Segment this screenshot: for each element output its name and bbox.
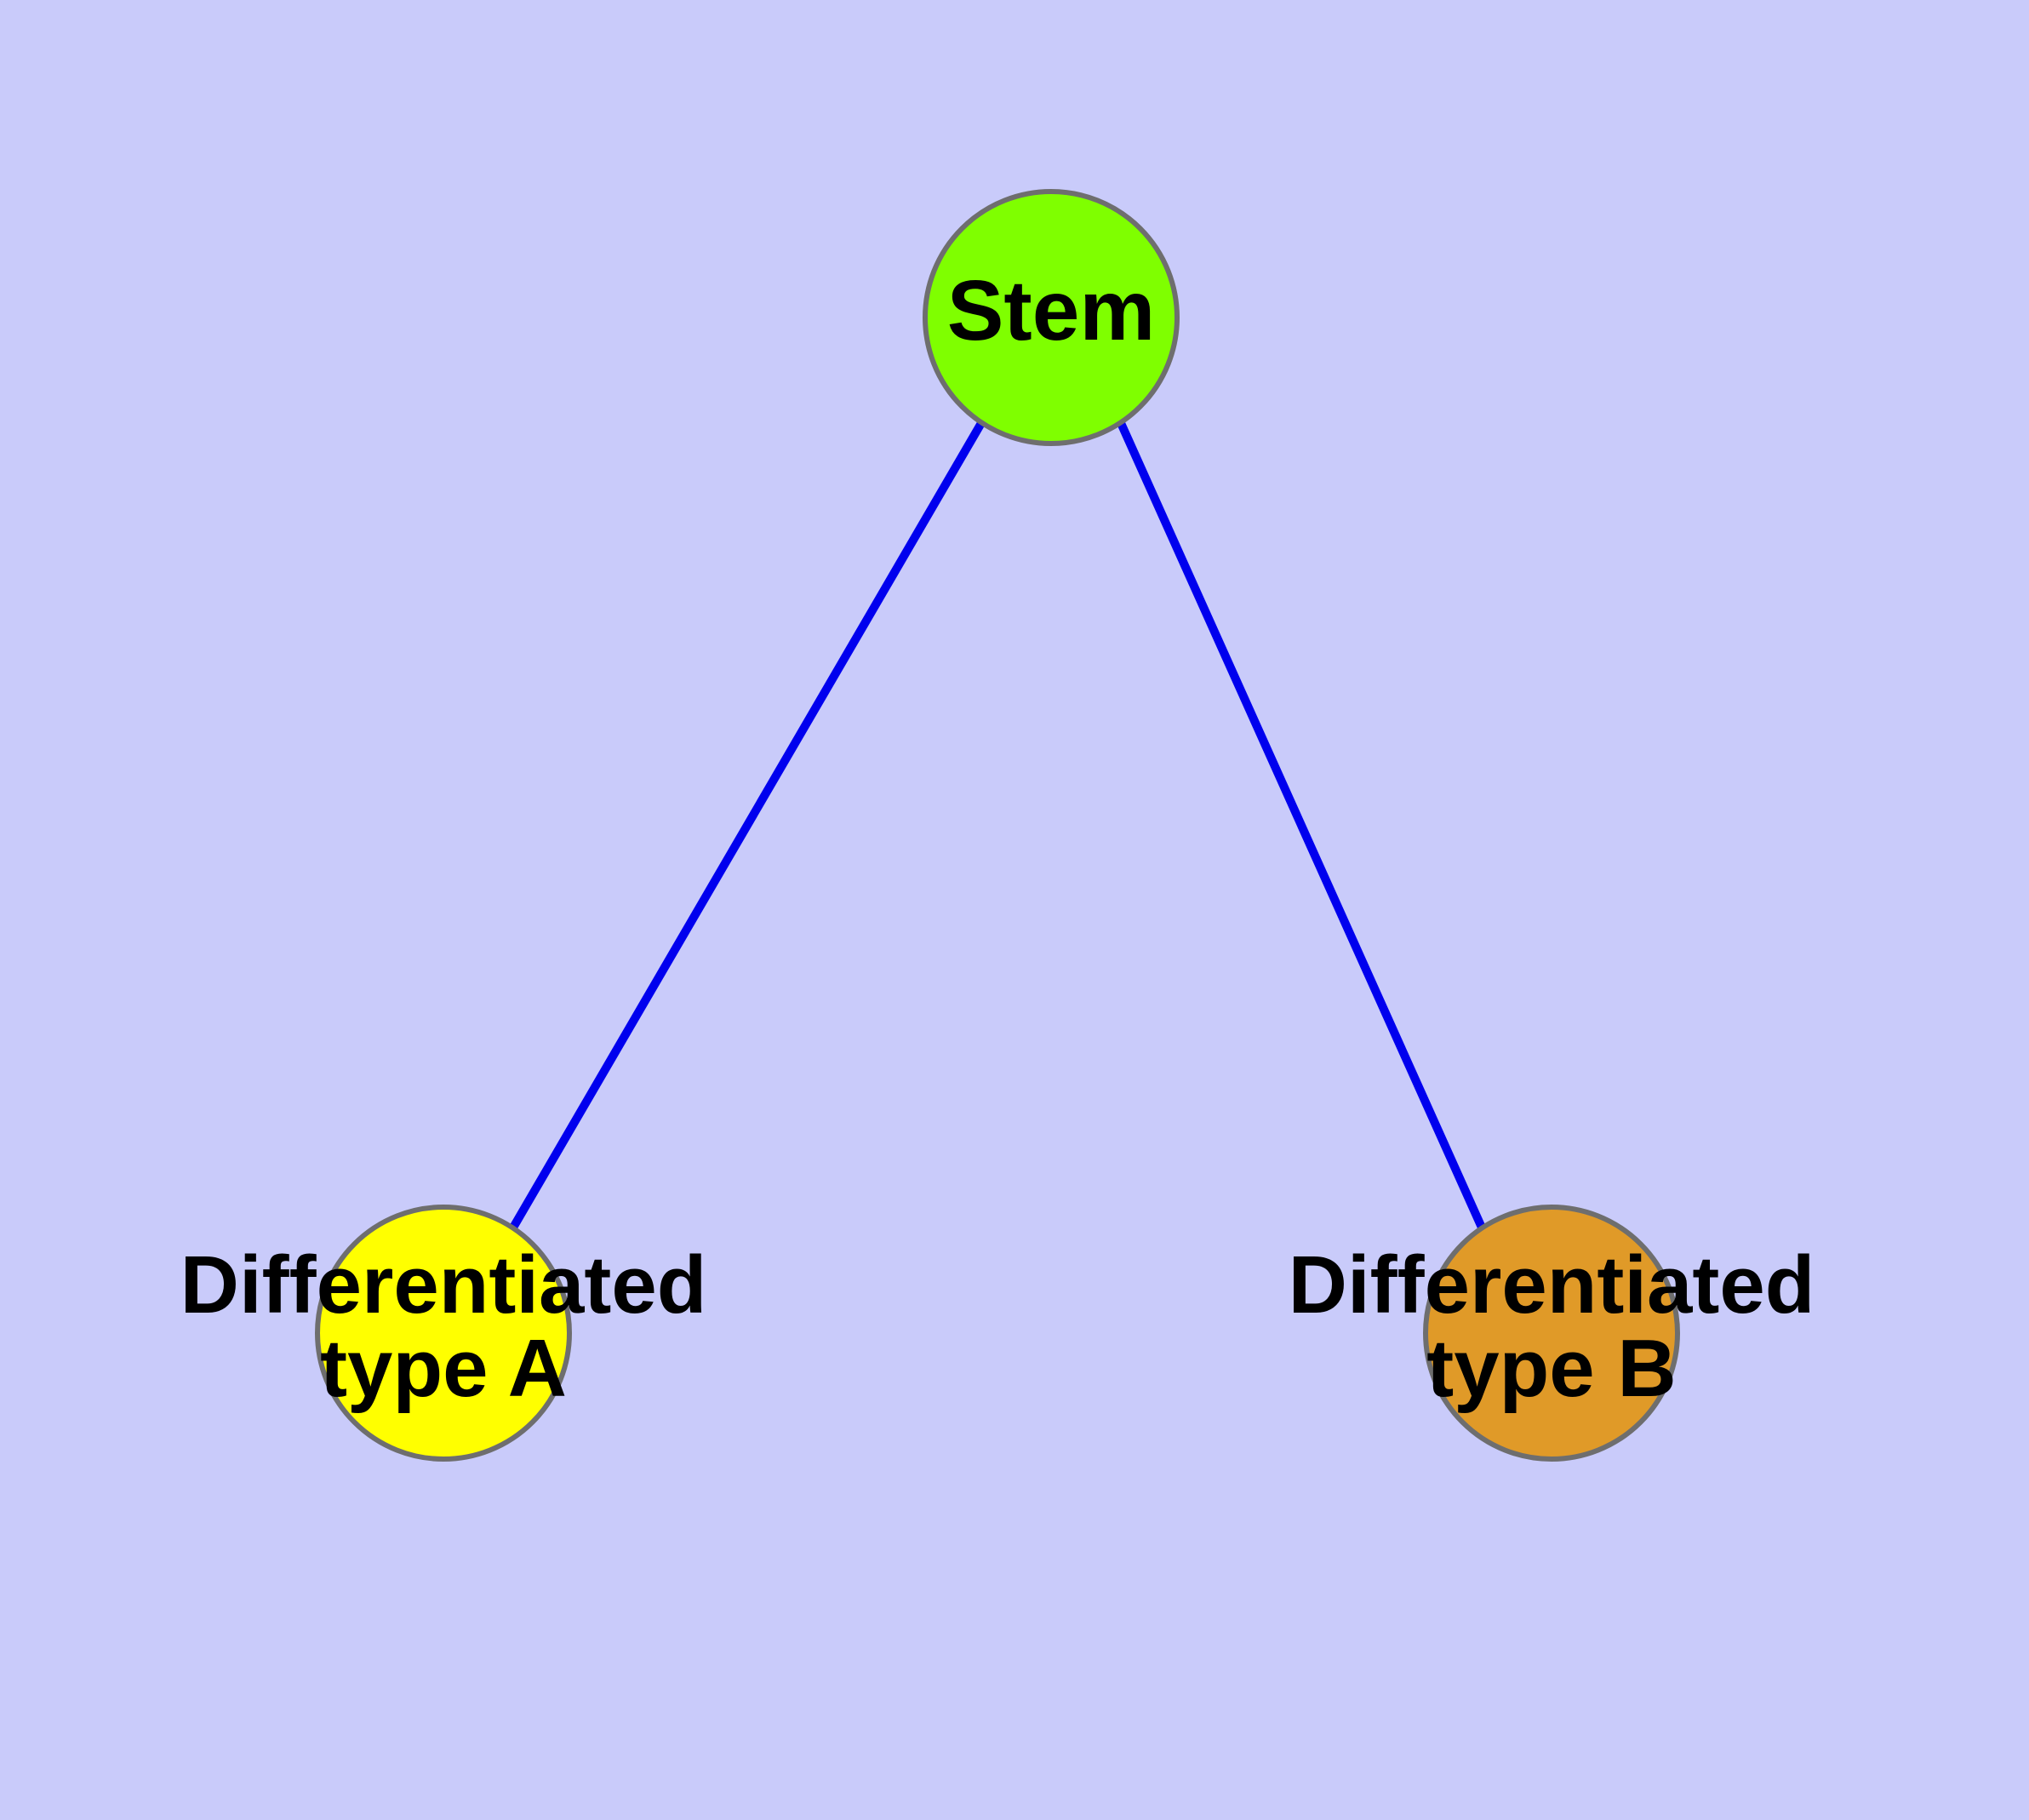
node-differentiated-type-b-circle[interactable] (1423, 1205, 1680, 1462)
node-differentiated-type-a-circle[interactable] (315, 1205, 572, 1462)
node-stem-label: Stem (947, 263, 1156, 358)
node-stem-circle[interactable] (923, 189, 1180, 446)
edge-stem-to-differentiated-type-a[interactable] (509, 421, 986, 1230)
node-stem[interactable] (923, 189, 1180, 446)
edge-stem-to-differentiated-type-b[interactable] (1117, 421, 1486, 1230)
node-differentiated-type-a[interactable] (315, 1205, 572, 1462)
node-differentiated-type-b[interactable] (1423, 1205, 1680, 1462)
edges-layer (509, 421, 1486, 1230)
nodes-layer (315, 189, 1680, 1462)
